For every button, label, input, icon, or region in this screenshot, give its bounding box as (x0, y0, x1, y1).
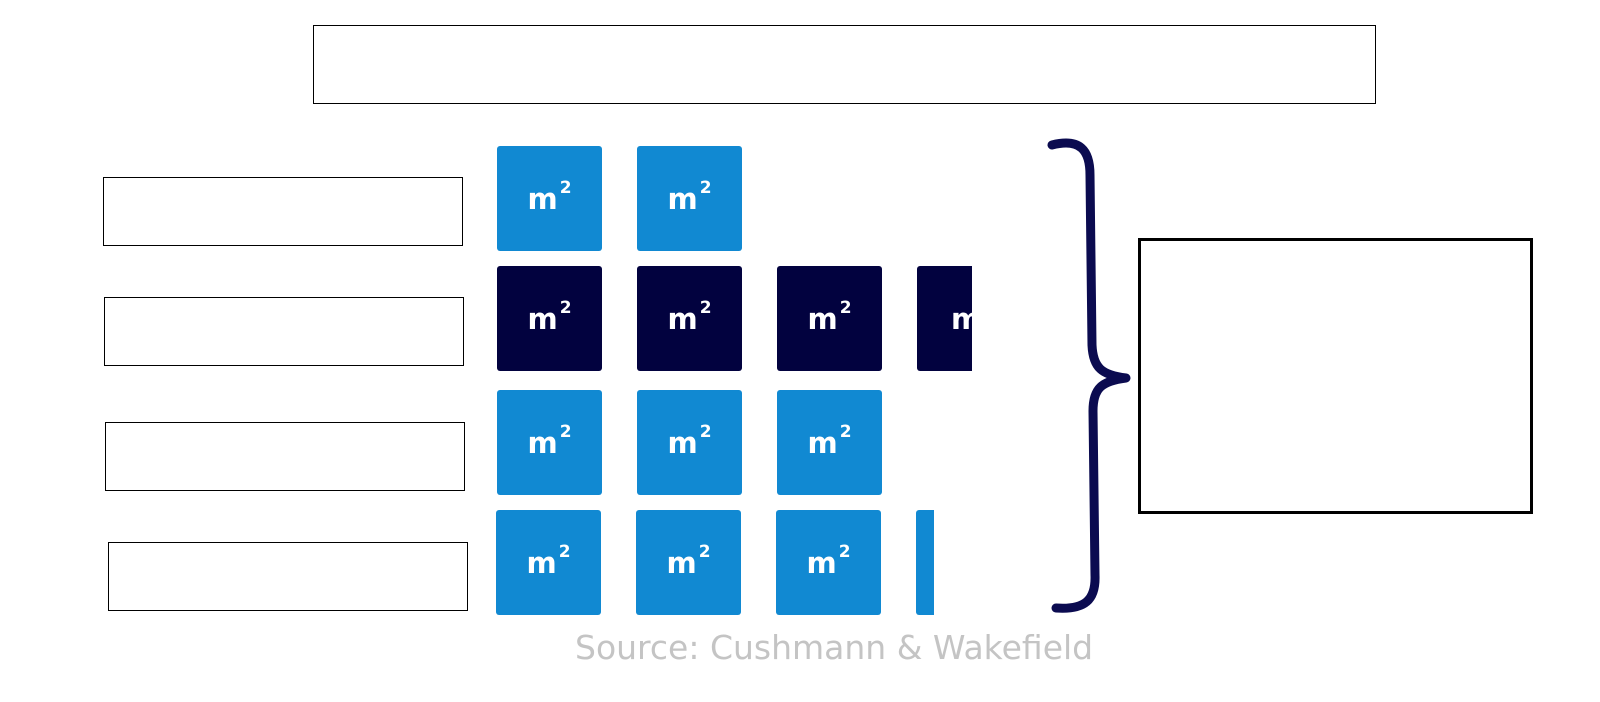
tile-unit-text: m (527, 181, 558, 216)
tile-unit-superscript: 2 (698, 541, 711, 562)
tile-unit-superscript: 2 (559, 421, 572, 442)
tile-unit-superscript: 2 (839, 297, 852, 318)
tile-unit-text: m (951, 301, 972, 336)
tile-unit-superscript: 2 (699, 421, 712, 442)
summary-box (1138, 238, 1533, 514)
tile-unit-label: m2 (951, 302, 972, 336)
tile-unit-text: m (667, 425, 698, 460)
curly-brace-path (1047, 138, 1131, 613)
m2-tile (916, 510, 934, 615)
tile-unit-text: m (527, 425, 558, 460)
tile-unit-text: m (806, 545, 837, 580)
tile-unit-text: m (666, 545, 697, 580)
tile-unit-superscript: 2 (699, 297, 712, 318)
tile-unit-text: m (807, 301, 838, 336)
tile-unit-text: m (527, 301, 558, 336)
tile-unit-text: m (667, 301, 698, 336)
tile-unit-superscript: 2 (699, 177, 712, 198)
m2-tile: m2 (917, 266, 972, 371)
tile-unit-text: m (807, 425, 838, 460)
tile-unit-text: m (526, 545, 557, 580)
tile-unit-superscript: 2 (559, 177, 572, 198)
tile-unit-superscript: 2 (838, 541, 851, 562)
curly-brace (1047, 138, 1131, 613)
tile-unit-superscript: 2 (559, 297, 572, 318)
title-box (313, 25, 1376, 104)
tile-unit-text: m (667, 181, 698, 216)
row-label-box-4 (108, 542, 468, 611)
row-label-box-1 (103, 177, 463, 246)
tile-unit-superscript: 2 (839, 421, 852, 442)
source-note: Source: Cushmann & Wakefield (575, 628, 1094, 667)
row-label-box-3 (105, 422, 465, 491)
tile-unit-superscript: 2 (558, 541, 571, 562)
row-label-box-2 (104, 297, 464, 366)
